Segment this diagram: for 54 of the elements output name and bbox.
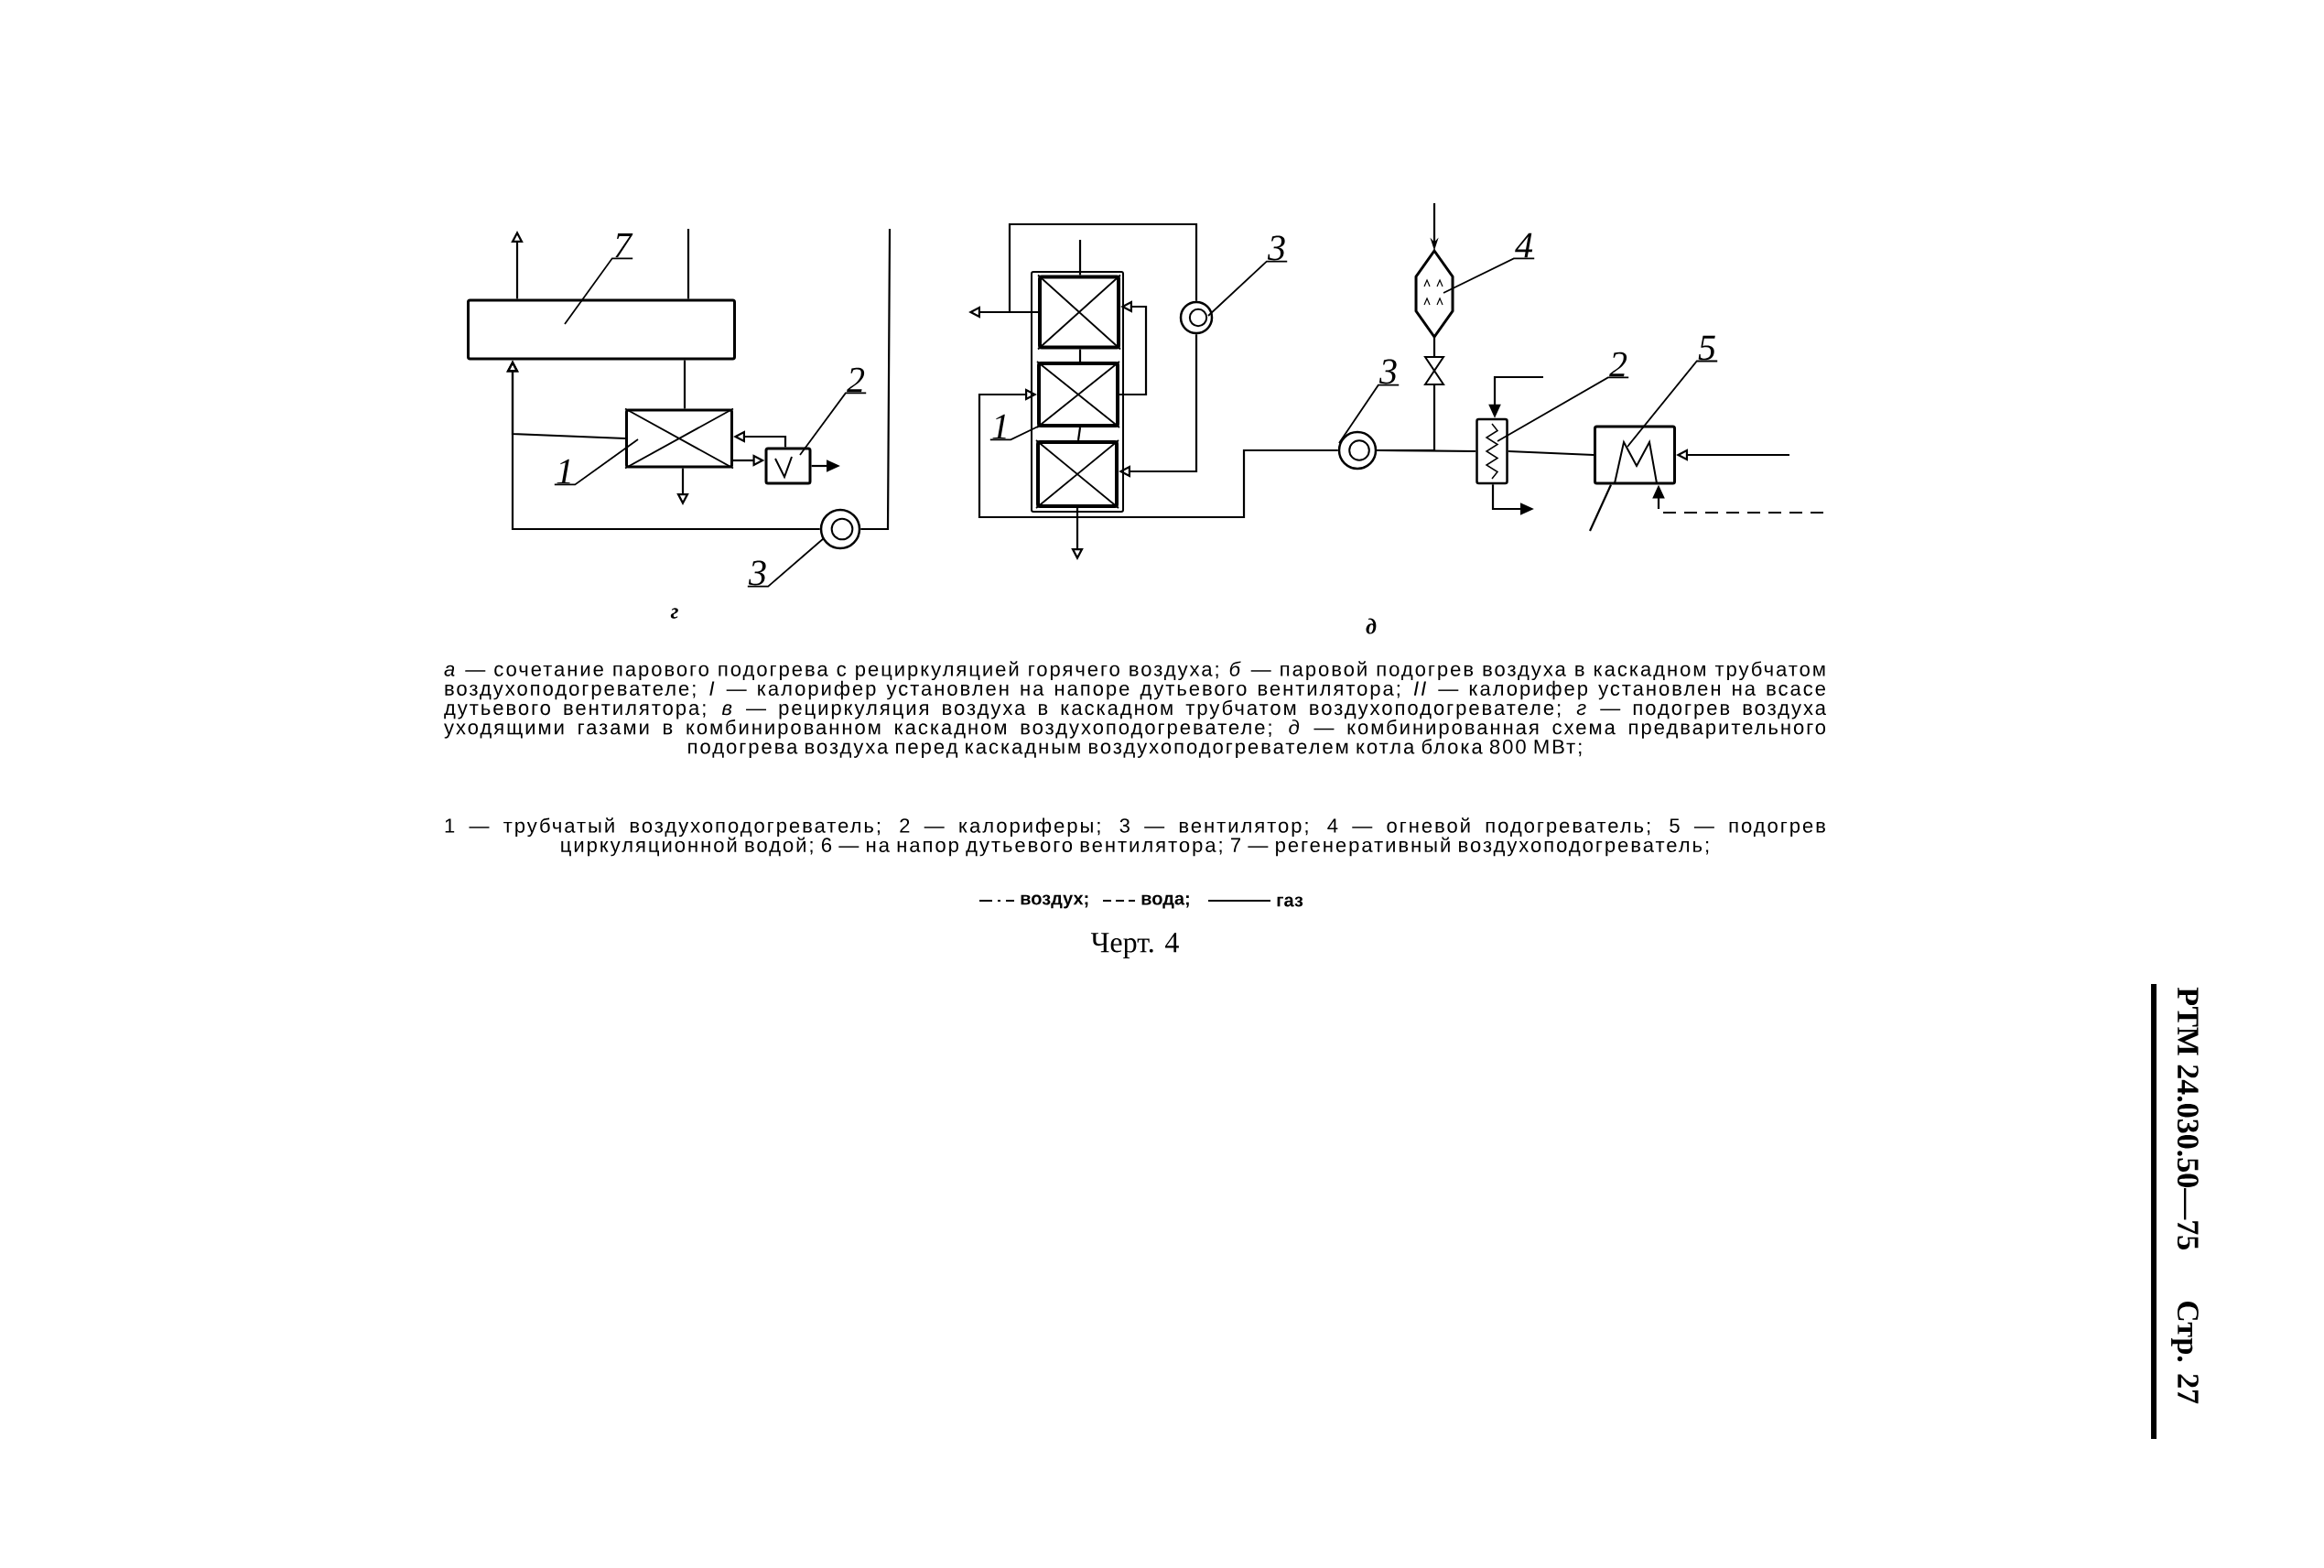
flow-line — [683, 360, 686, 409]
leader-line — [799, 392, 868, 456]
leader-line — [564, 257, 634, 325]
fan-symbol — [1179, 300, 1214, 335]
flow-line — [1377, 449, 1476, 453]
leader-line — [746, 537, 825, 588]
callout-number: 7 — [615, 232, 633, 258]
caption: Черт. 4 — [1090, 933, 1179, 958]
leader-line — [1627, 360, 1719, 448]
casing-box — [1031, 271, 1124, 513]
callout-number: 3 — [1378, 359, 1397, 384]
heater-box — [1475, 417, 1508, 485]
legend-label: воздух; — [1021, 894, 1088, 909]
page-header: РТМ 24.030.50—75 — [2177, 987, 2199, 1249]
callout-number: 1 — [557, 459, 570, 484]
leader-line — [1443, 257, 1536, 294]
flow-line — [1589, 484, 1613, 532]
flow-line — [1508, 449, 1594, 457]
callout-number: 1 — [992, 414, 1006, 439]
heat-exchanger-box — [1035, 439, 1119, 509]
heat-exchanger-box — [1036, 361, 1120, 428]
fan-symbol — [1337, 430, 1378, 470]
flow-line — [1119, 300, 1148, 396]
callout-number: 3 — [1267, 235, 1285, 261]
heat-exchanger-box — [624, 407, 734, 470]
callout-number: 4 — [1515, 232, 1533, 258]
heat-exchanger-box — [1037, 274, 1121, 351]
legend-label: вода; — [1141, 894, 1189, 909]
flow-line — [1078, 240, 1082, 276]
fan-symbol — [819, 508, 861, 550]
leader-line — [1207, 260, 1289, 317]
flow-line — [1008, 222, 1198, 314]
page-header: Стр. 27 — [2171, 1301, 2199, 1404]
callout-number: 2 — [1609, 351, 1627, 377]
panel-letter: д — [1366, 618, 1377, 634]
flow-line — [1076, 427, 1082, 441]
leader-line — [553, 438, 639, 486]
note-text: 1 — трубчатый воздухоподогреватель; 2 — калориферы; 3 — вентилятор; 4 — огневой подогреватель; 5 — подогрев циркуляционной водой; 6 — на напор дутьевого вентилятора; 7 — регенеративный воздухоподогреватель; — [445, 817, 1825, 857]
flow-line — [978, 388, 1338, 519]
callout-number: 2 — [847, 367, 865, 393]
flow-line — [686, 229, 690, 299]
heater-box — [764, 447, 812, 485]
callout-number: 5 — [1698, 335, 1715, 361]
callout-number: 3 — [748, 560, 766, 586]
panel-letter: г — [670, 608, 678, 619]
regenerator-box — [467, 298, 736, 361]
flow-line — [1078, 349, 1082, 362]
legend-label: газ — [1277, 896, 1303, 907]
heater-box — [1594, 425, 1676, 485]
note-text: а — сочетание парового подогрева с рециркуляцией горячего воздуха; б — паровой подогрев воздуха в каскадном трубчатом воздухоподогревателе; I — калорифер установлен на напоре дутьевого вентилятора; II — калорифер установлен на всасе дутьевого вентилятора; в — рециркуляция воздуха в каскадном трубчатом воздухоподогревателе; г — подогрев воздуха уходящими газами в комбинированном каскадном воздухоподогревателе; д — комбинированная схема предварительного подогрева воздуха перед каскадным воздухоподогревателем котла блока 800 МВт; — [444, 661, 1826, 758]
leader-line — [1338, 384, 1400, 444]
leader-line — [1497, 376, 1630, 442]
flow-line — [860, 229, 892, 531]
leader-line — [989, 425, 1041, 441]
